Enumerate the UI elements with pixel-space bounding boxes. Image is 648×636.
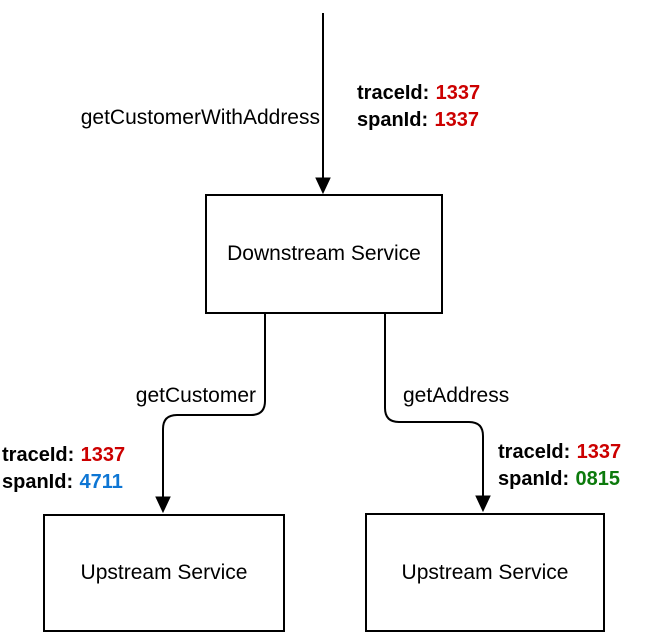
trace-id-value: 1337 [435,82,481,104]
trace-line: traceId:1337 [2,442,125,469]
edge-label-get-customer-with-address: getCustomerWithAddress [80,106,320,129]
node-upstream-service-left-label: Upstream Service [80,561,248,584]
span-id-value: 1337 [434,109,480,131]
edge-getaddress-arrowhead-icon [475,495,491,513]
trace-id-value: 1337 [576,441,622,463]
trace-line: spanId:1337 [357,107,480,134]
span-id-value: 0815 [575,468,621,490]
trace-annotation-get-address: traceId:1337 spanId:0815 [498,439,621,493]
trace-line: traceId:1337 [357,80,480,107]
span-id-key: spanId: [357,109,429,131]
span-id-key: spanId: [2,471,74,493]
edge-incoming-arrowhead-icon [315,177,331,195]
edge-label-get-customer: getCustomer [135,384,256,407]
node-downstream-service-label: Downstream Service [227,242,421,265]
trace-id-key: traceId: [357,82,430,104]
trace-line: spanId:0815 [498,466,621,493]
trace-line: traceId:1337 [498,439,621,466]
trace-annotation-get-customer: traceId:1337 spanId:4711 [2,442,125,496]
node-upstream-service-right: Upstream Service [365,513,605,632]
span-id-key: spanId: [498,468,570,490]
node-downstream-service: Downstream Service [205,194,443,314]
trace-line: spanId:4711 [2,469,125,496]
trace-id-value: 1337 [80,444,126,466]
trace-id-key: traceId: [498,441,571,463]
node-upstream-service-right-label: Upstream Service [401,560,569,584]
trace-annotation-incoming: traceId:1337 spanId:1337 [357,80,480,134]
span-id-value: 4711 [79,471,123,493]
node-upstream-service-left: Upstream Service [43,514,285,632]
edge-getcustomer-arrowhead-icon [155,496,171,514]
edge-label-get-address: getAddress [403,384,510,407]
edge-getaddress-line [384,314,484,497]
edge-getcustomer-line [162,314,266,498]
trace-id-key: traceId: [2,444,75,466]
